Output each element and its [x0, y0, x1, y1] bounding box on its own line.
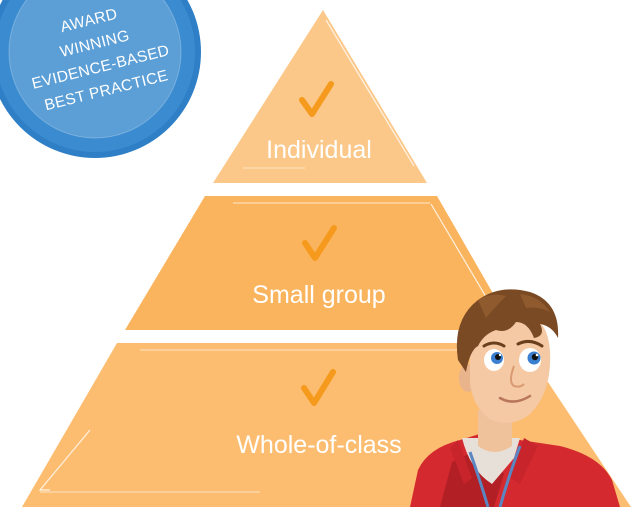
tier-individual-highlight — [325, 19, 415, 167]
tier-whole-of-class-label: Whole-of-class — [236, 431, 401, 459]
tier-individual-label: Individual — [266, 136, 372, 164]
tier-small-group-label: Small group — [252, 281, 385, 309]
hair — [456, 289, 559, 372]
tier-individual: Individual — [213, 10, 427, 183]
cartoon-boy-illustration — [410, 289, 620, 507]
tier-small-group: Small group — [125, 196, 514, 330]
checkmark-icon — [299, 81, 334, 117]
tier-small-group-shape — [125, 196, 514, 330]
checkmark-icon — [301, 369, 336, 406]
face — [470, 310, 551, 423]
award-badge: AWARD WINNING EVIDENCE-BASED BEST PRACTI… — [0, 0, 201, 158]
checkmark-icon — [302, 225, 337, 261]
